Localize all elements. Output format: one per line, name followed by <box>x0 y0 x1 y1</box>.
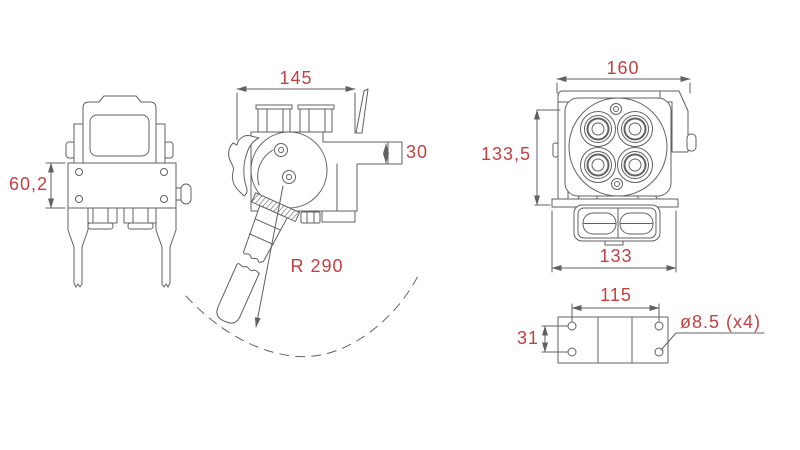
plate-circle <box>568 97 668 197</box>
mounting-hole <box>654 347 664 357</box>
dim-plate-hole-spacing-y <box>541 325 569 353</box>
coupler-port <box>580 111 616 147</box>
pilot-bolt-bottom <box>611 178 623 190</box>
dim-label-swing-radius: R 290 <box>290 256 343 276</box>
hole-diameter-leader <box>660 332 765 351</box>
break-line <box>243 251 264 263</box>
dim-plate-hole-spacing-x <box>571 303 660 322</box>
dim-label-side-width: 145 <box>279 68 312 88</box>
right-knob <box>686 133 697 152</box>
hex-nut-bottom <box>300 211 321 224</box>
bottom-step <box>321 210 356 223</box>
mounting-plate-view <box>557 316 669 364</box>
side-knob <box>180 183 192 205</box>
front-view <box>65 95 192 288</box>
left-bump <box>552 142 559 158</box>
left-leg <box>67 207 89 288</box>
mounting-hole <box>654 321 664 331</box>
dim-label-hole-diameter: ø8.5 (x4) <box>680 312 761 332</box>
coupler-port <box>580 147 616 183</box>
lever-grip <box>216 263 260 324</box>
dim-label-face-height: 133,5 <box>481 144 531 164</box>
dim-label-front-height: 60,2 <box>9 174 48 194</box>
right-leg <box>155 207 177 288</box>
bolt-hole <box>160 168 168 176</box>
housing-window <box>89 114 150 157</box>
electric-connector <box>573 204 661 246</box>
dim-label-face-width: 160 <box>606 58 639 78</box>
dim-face-width <box>556 76 691 94</box>
hex-fitting-top-left <box>255 104 293 133</box>
dim-front-height <box>45 162 66 209</box>
hex-fitting-top-right <box>297 104 335 133</box>
swing-arc <box>185 271 421 358</box>
bolt-hole <box>75 168 83 176</box>
connector-tab <box>604 240 624 246</box>
dim-label-face-bottom-width: 133 <box>599 246 632 266</box>
dim-label-plate-spacing-y: 31 <box>517 328 539 348</box>
release-lever <box>216 192 301 324</box>
cam-pin <box>274 143 288 157</box>
hook <box>228 135 260 197</box>
pilot-bolt-top <box>610 103 622 115</box>
hex-fitting-right <box>123 207 158 230</box>
blade-lever <box>355 88 369 134</box>
dim-face-height <box>534 109 561 206</box>
bolt-hole <box>160 195 168 203</box>
mounting-plate <box>557 316 669 364</box>
dim-label-plate-spacing-x: 115 <box>600 285 632 305</box>
hex-fitting-left <box>83 207 118 230</box>
dim-label-arm-height: 30 <box>406 142 428 162</box>
dim-side-width <box>236 86 356 141</box>
face-view <box>551 90 697 246</box>
coupler-port <box>617 147 653 183</box>
top-housing <box>82 95 157 164</box>
radius-leader <box>254 185 284 328</box>
dim-face-bottom-width <box>551 210 677 273</box>
bolt-hole <box>75 195 83 203</box>
main-body <box>67 162 177 209</box>
cam-pivot <box>282 170 296 184</box>
side-view <box>185 88 421 358</box>
cam-slot <box>257 149 274 186</box>
coupler-port <box>617 111 653 147</box>
